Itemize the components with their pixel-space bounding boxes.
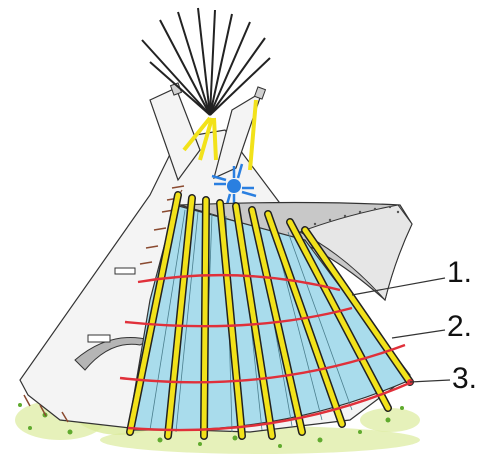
label-1: 1. <box>447 258 472 288</box>
label-2: 2. <box>447 312 472 342</box>
label-3: 3. <box>452 364 477 394</box>
